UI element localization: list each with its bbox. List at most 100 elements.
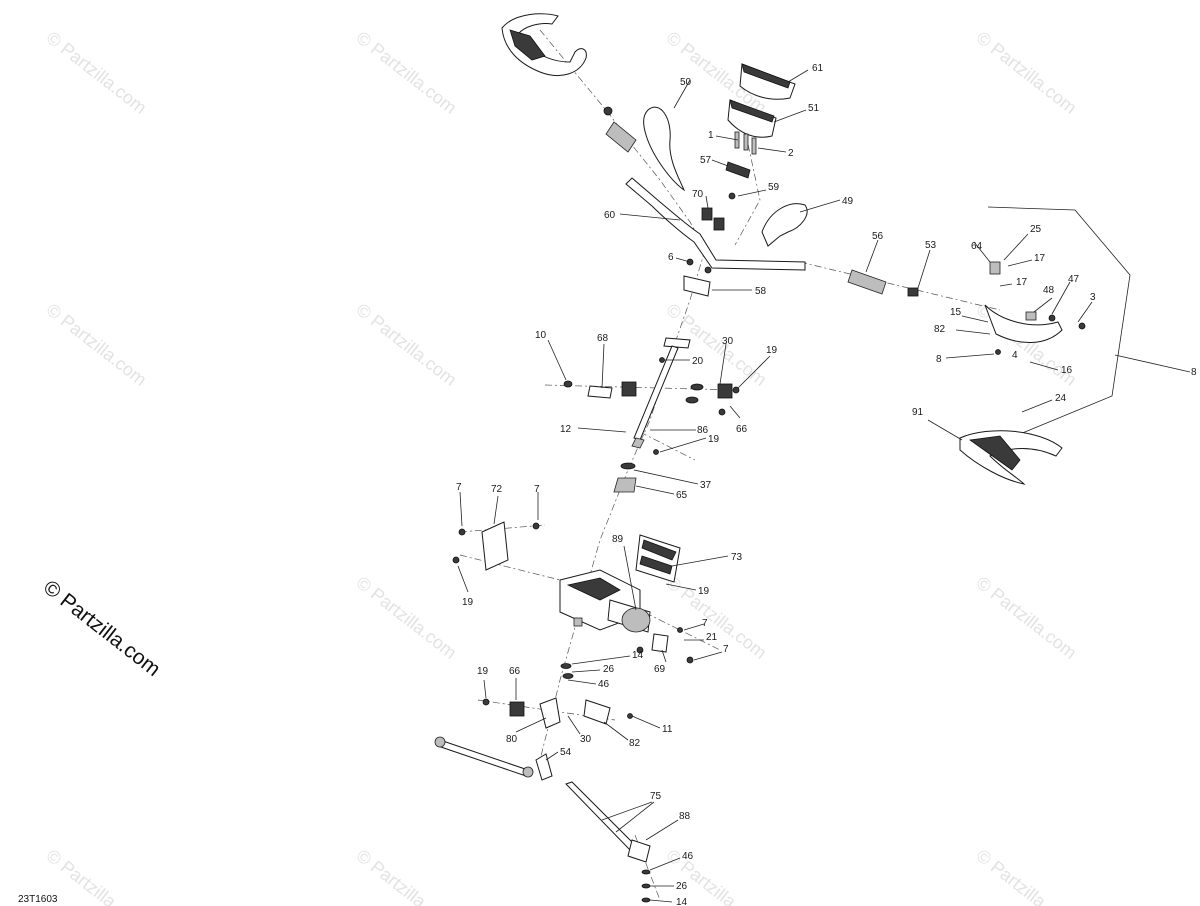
callout-91: 91	[912, 407, 924, 418]
watermark: © Partzilla.com	[43, 299, 151, 389]
callout-49: 49	[842, 196, 854, 207]
power-steering-unit	[559, 569, 651, 633]
callout-73: 73	[731, 552, 743, 563]
brand-watermark: © Partzilla.com	[39, 576, 165, 681]
watermark: © Partzilla.com	[43, 845, 151, 906]
callout-54: 54	[560, 747, 572, 758]
watermark: © Partzilla.com	[663, 572, 771, 662]
callout-89: 89	[612, 534, 624, 545]
callout-59: 59	[768, 182, 780, 193]
callout-80: 80	[506, 734, 518, 745]
handguard-left	[501, 13, 587, 76]
callout-14a: 14	[632, 650, 644, 661]
clamps-70	[701, 207, 725, 231]
callout-58: 58	[755, 286, 767, 297]
callout-88: 88	[679, 811, 691, 822]
callout-82b: 82	[629, 738, 641, 749]
handlebar-cover-top	[739, 63, 796, 100]
callout-37: 37	[700, 480, 712, 491]
callout-15: 15	[950, 307, 962, 318]
callout-8a: 8	[936, 354, 942, 365]
callout-17a: 17	[1034, 253, 1046, 264]
column-bushings	[563, 357, 740, 416]
watermark: © Partzilla.com	[973, 845, 1081, 906]
handlebar-cover	[727, 99, 777, 138]
callout-25: 25	[1030, 224, 1042, 235]
grip-right	[847, 269, 919, 297]
callout-70: 70	[692, 189, 704, 200]
callout-30a: 30	[722, 336, 734, 347]
riser-clamp	[683, 258, 712, 297]
callout-72: 72	[491, 484, 503, 495]
callout-7a: 7	[456, 482, 462, 493]
tie-rod-left	[434, 736, 553, 781]
bracket-72	[452, 521, 540, 571]
callout-6: 6	[668, 252, 674, 263]
callout-69: 69	[654, 664, 666, 675]
callout-57: 57	[700, 155, 712, 166]
steering-boot	[613, 449, 659, 493]
watermark: © Partzilla.com	[353, 299, 461, 389]
leader-lines	[457, 69, 1093, 903]
callout-64: 64	[971, 241, 983, 252]
callout-56: 56	[872, 231, 884, 242]
callout-66b: 66	[509, 666, 521, 677]
callout-65: 65	[676, 490, 688, 501]
watermarks: © Partzilla.com © Partzilla.com © Partzi…	[43, 27, 1081, 906]
callout-8b: 8	[1191, 367, 1197, 378]
watermark: © Partzilla.com	[973, 572, 1081, 662]
callout-19a: 19	[766, 345, 778, 356]
callout-19d: 19	[462, 597, 474, 608]
callout-26b: 26	[676, 881, 688, 892]
clamp-upper	[725, 161, 751, 200]
callout-11: 11	[662, 724, 673, 735]
callout-20: 20	[692, 356, 704, 367]
callout-16: 16	[1061, 365, 1073, 376]
watermark: © Partzilla.com	[353, 27, 461, 117]
steering-column	[631, 337, 691, 449]
callout-61: 61	[812, 63, 824, 74]
watermark: © Partzilla.com	[353, 572, 461, 662]
callout-7d: 7	[723, 644, 729, 655]
tie-rod-right	[565, 781, 651, 903]
mirror-left	[643, 106, 686, 192]
handguard-right-assembly	[984, 261, 1086, 355]
callout-19e: 19	[477, 666, 489, 677]
callout-46a: 46	[598, 679, 610, 690]
callout-24: 24	[1055, 393, 1067, 404]
module-73	[635, 534, 681, 583]
callout-14b: 14	[676, 897, 688, 906]
watermark: © Partzilla.com	[353, 845, 461, 906]
callout-50: 50	[680, 77, 692, 88]
callout-19b: 19	[708, 434, 720, 445]
callout-7c: 7	[702, 618, 708, 629]
callout-7b: 7	[534, 484, 540, 495]
callout-19c: 19	[698, 586, 710, 597]
callout-48: 48	[1043, 285, 1055, 296]
callout-60: 60	[604, 210, 616, 221]
callout-68: 68	[597, 333, 609, 344]
callout-1: 1	[708, 130, 714, 141]
handguard-right	[959, 430, 1063, 485]
callout-12: 12	[560, 424, 572, 435]
callout-10: 10	[535, 330, 547, 341]
callout-86: 86	[697, 425, 709, 436]
group-outline-8	[987, 206, 1191, 435]
callout-2: 2	[788, 148, 794, 159]
callout-46b: 46	[682, 851, 694, 862]
callout-30b: 30	[580, 734, 592, 745]
callout-26a: 26	[603, 664, 615, 675]
callout-53: 53	[925, 240, 937, 251]
callout-51: 51	[808, 103, 820, 114]
watermark: © Partzilla.com	[973, 27, 1081, 117]
diagram-code: 23T1603	[18, 894, 58, 905]
handlebar	[625, 177, 806, 271]
callout-66a: 66	[736, 424, 748, 435]
callout-17b: 17	[1016, 277, 1028, 288]
callout-labels: 61 50 51 1 2 57 59 70 49 60 56 53 6 58 1…	[456, 63, 1197, 906]
callout-75: 75	[650, 791, 662, 802]
watermark: © Partzilla.com	[43, 27, 151, 117]
callout-21: 21	[706, 632, 718, 643]
mirror-right	[761, 203, 808, 247]
